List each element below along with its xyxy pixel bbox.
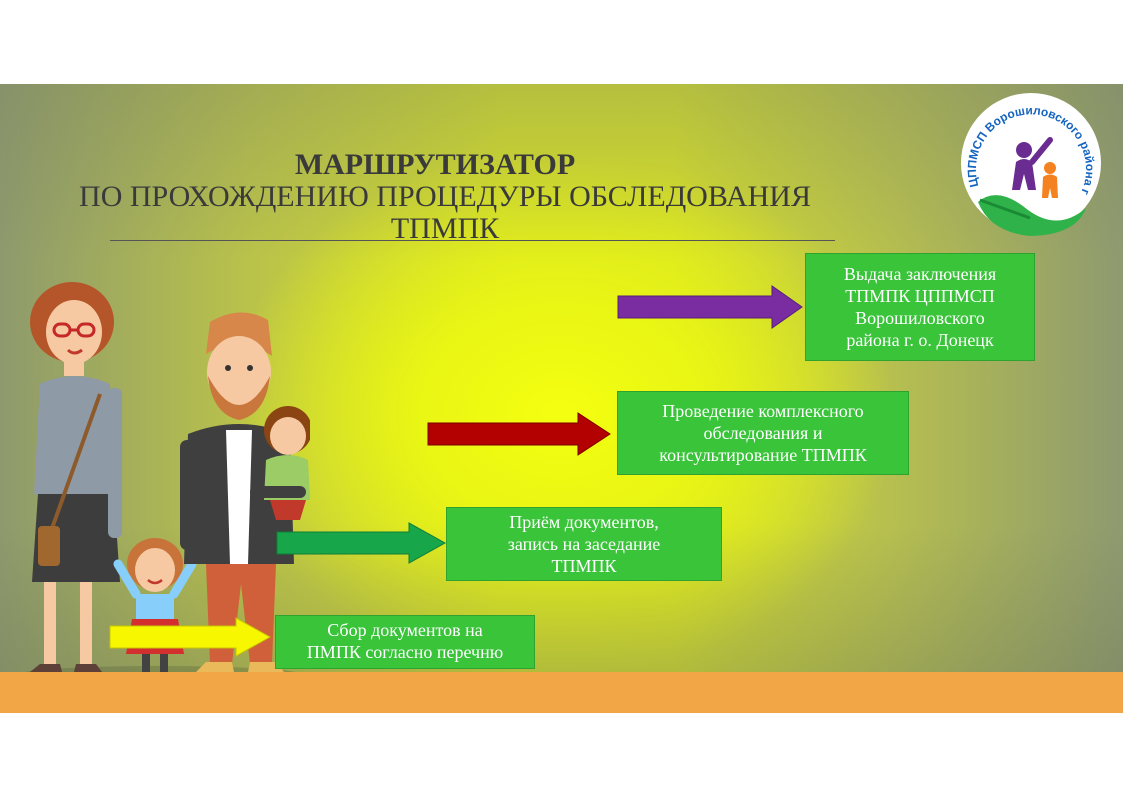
step-1-label: Сбор документов на ПМПК согласно перечню — [306, 620, 504, 662]
step-1-box: Сбор документов на ПМПК согласно перечню — [275, 615, 535, 669]
page-title: МАРШРУТИЗАТОР — [294, 148, 576, 181]
step-2-label: Приём документов, запись на заседание ТП… — [507, 512, 661, 576]
step-2-arrow — [276, 522, 447, 564]
title-divider — [110, 240, 835, 241]
step-3-box: Проведение комплексного обследования и к… — [617, 391, 909, 475]
page-subtitle: ПО ПРОХОЖДЕНИЮ ПРОЦЕДУРЫ ОБСЛЕДОВАНИЯ ТП… — [79, 180, 811, 245]
bottom-accent-bar — [0, 672, 1123, 713]
step-2-box: Приём документов, запись на заседание ТП… — [446, 507, 722, 581]
step-3-label: Проведение комплексного обследования и к… — [659, 401, 867, 465]
slide-background: МАРШРУТИЗАТОР ПО ПРОХОЖДЕНИЮ ПРОЦЕДУРЫ О… — [0, 84, 1123, 672]
step-1-arrow — [109, 617, 272, 657]
step-4-arrow — [617, 285, 803, 329]
step-4-box: Выдача заключения ТПМПК ЦППМСП Ворошилов… — [805, 253, 1035, 361]
family-illustration — [24, 282, 310, 672]
step-3-arrow — [427, 412, 611, 456]
family-hands-logo-icon: ЦППМСП Ворошиловского района г.о.Донецк — [958, 90, 1101, 236]
step-4-label: Выдача заключения ТПМПК ЦППМСП Ворошилов… — [843, 264, 997, 350]
